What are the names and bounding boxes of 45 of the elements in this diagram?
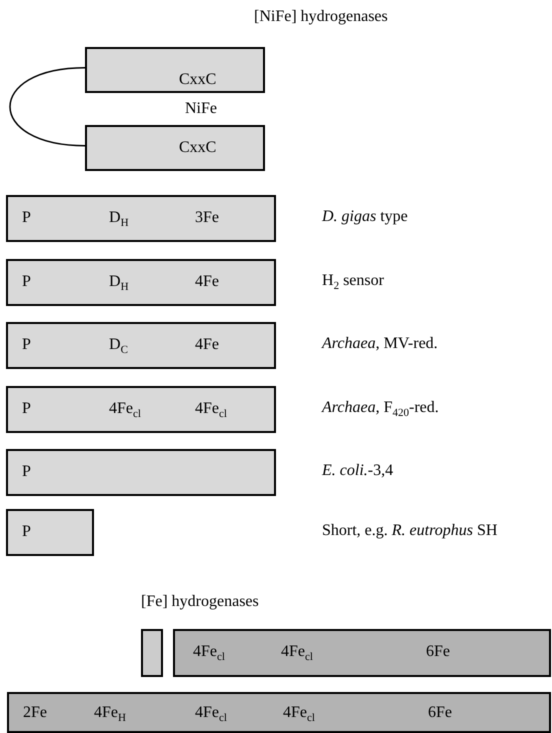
domain-label: 4Fe$_{cl}$	[283, 704, 315, 722]
domain-label: P	[22, 336, 31, 354]
section-heading: [Fe] hydrogenases	[141, 593, 259, 611]
domain-label: 3Fe	[195, 209, 219, 227]
type-label: Short, e.g. R. eutrophus SH	[322, 522, 498, 540]
domain-bar	[6, 386, 276, 433]
domain-label: CxxC	[179, 139, 216, 157]
domain-label: 4Fe$_{cl}$	[109, 400, 141, 418]
type-label: Archaea, MV-red.	[322, 335, 438, 353]
domain-label: 2Fe	[23, 704, 47, 722]
type-label: E. coli.-3,4	[322, 462, 394, 480]
domain-label: P	[22, 463, 31, 481]
site-label: NiFe	[185, 100, 217, 118]
domain-label: 4Fe	[195, 273, 219, 291]
connector-curve	[9, 66, 86, 146]
domain-label: 4Fe$_{cl}$	[195, 704, 227, 722]
type-label: D. gigas type	[322, 208, 408, 226]
domain-bar	[173, 629, 551, 677]
domain-label: 6Fe	[426, 643, 450, 661]
section-heading: [NiFe] hydrogenases	[254, 8, 388, 26]
domain-bar	[6, 322, 276, 369]
domain-label: D$_{C}$	[109, 336, 128, 354]
domain-bar	[6, 449, 276, 496]
domain-label: 4Fe$_{H}$	[94, 704, 126, 722]
domain-bar	[7, 692, 551, 733]
domain-label: 4Fe$_{cl}$	[281, 643, 313, 661]
domain-label: CxxC	[179, 71, 216, 89]
domain-label: P	[22, 273, 31, 291]
domain-bar	[85, 125, 265, 171]
spacer-block	[141, 629, 163, 677]
domain-bar	[6, 259, 276, 306]
domain-label: P	[22, 523, 31, 541]
type-label: Archaea, F$_{420}$-red.	[322, 399, 439, 417]
domain-label: 4Fe$_{cl}$	[193, 643, 225, 661]
domain-bar	[85, 47, 265, 93]
type-label: H$_{2}$ sensor	[322, 272, 384, 290]
domain-label: D$_{H}$	[109, 209, 129, 227]
domain-label: 4Fe$_{cl}$	[195, 400, 227, 418]
domain-label: 4Fe	[195, 336, 219, 354]
domain-label: 6Fe	[428, 704, 452, 722]
domain-label: P	[22, 400, 31, 418]
domain-label: P	[22, 209, 31, 227]
domain-bar	[6, 195, 276, 242]
domain-label: D$_{H}$	[109, 273, 129, 291]
domain-bar	[6, 509, 94, 556]
